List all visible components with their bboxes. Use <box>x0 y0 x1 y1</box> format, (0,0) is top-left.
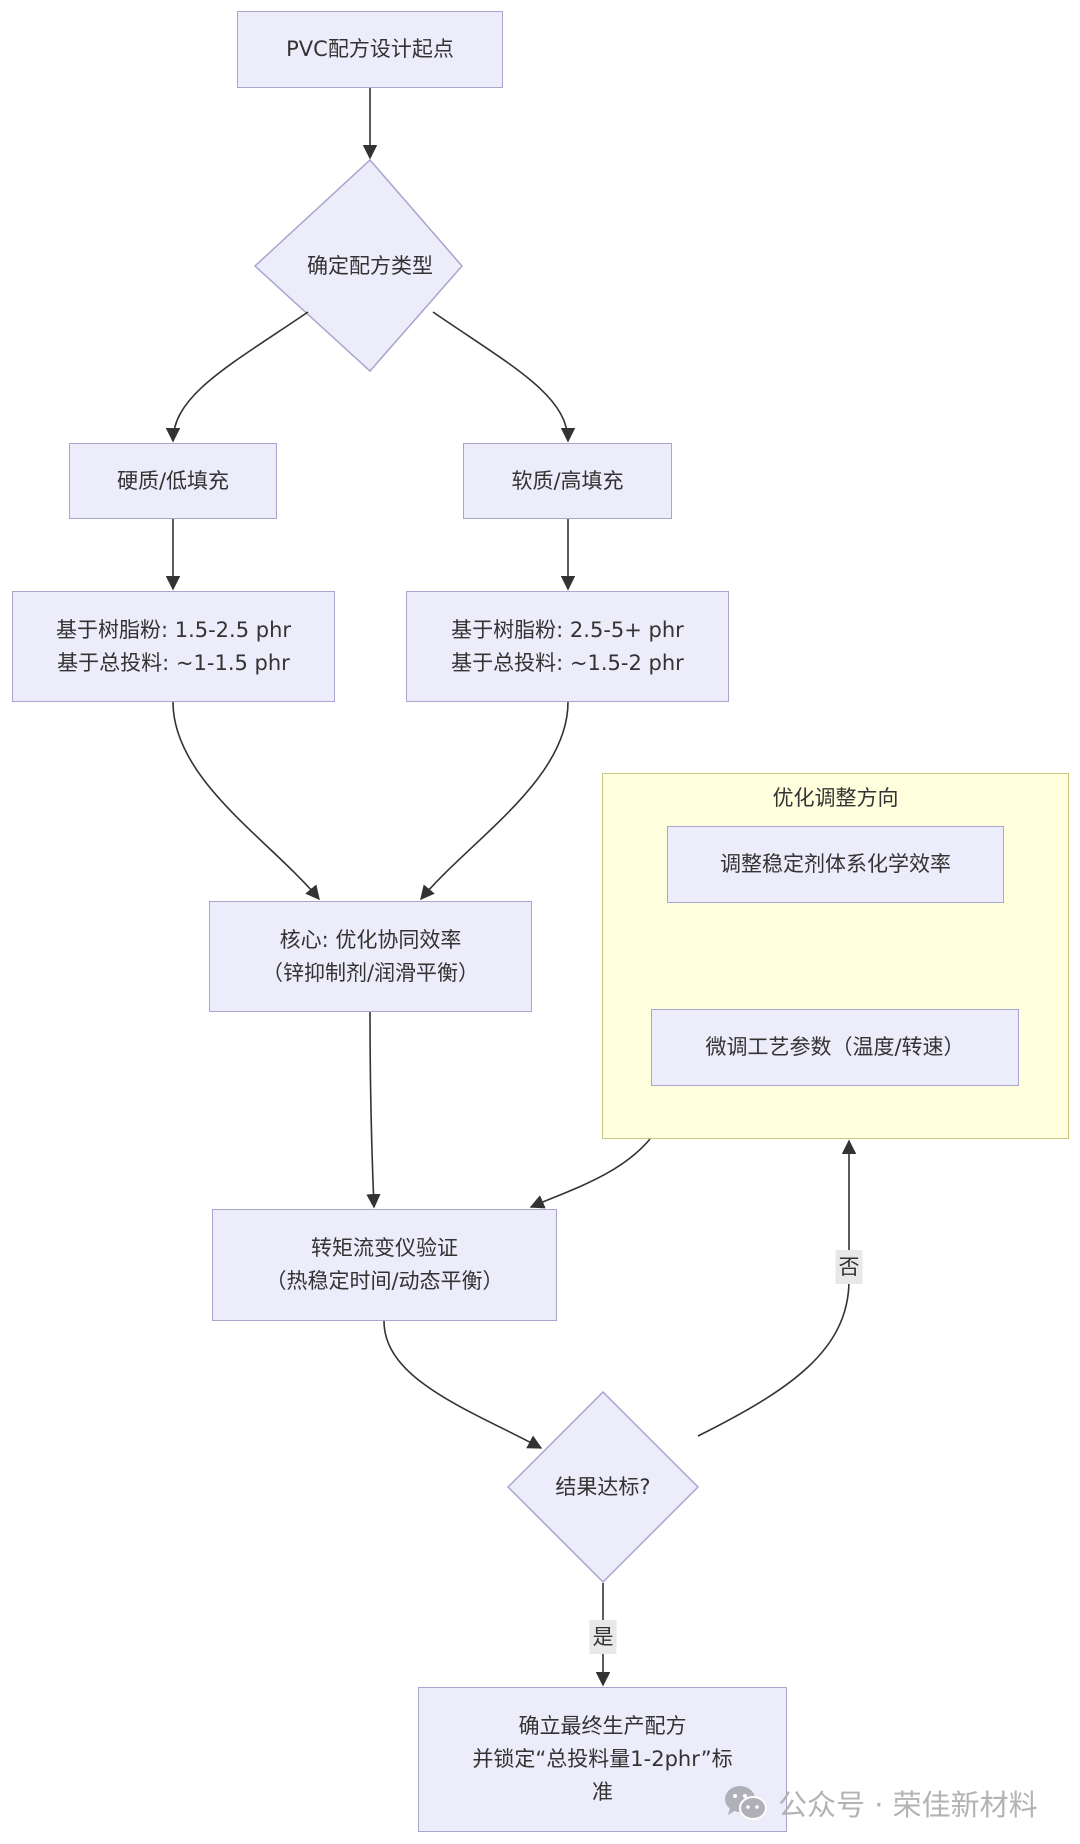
node-core-line-2: （锌抑制剂/润滑平衡） <box>261 960 480 985</box>
node-soft[interactable]: 软质/高填充 <box>463 443 672 519</box>
node-final[interactable]: 确立最终生产配方 并锁定“总投料量1-2phr”标 准 <box>418 1687 787 1832</box>
node-adjust-stabilizer-line-1: 调整稳定剂体系化学效率 <box>720 852 951 876</box>
node-soft-dose[interactable]: 基于树脂粉: 2.5-5+ phr 基于总投料: ~1.5-2 phr <box>406 591 729 702</box>
node-adjust-stabilizer[interactable]: 调整稳定剂体系化学效率 <box>667 826 1004 903</box>
edge-type-to-rigid <box>165 311 309 443</box>
edge-label-no: 否 <box>835 1250 863 1284</box>
watermark: 公众号 · 荣佳新材料 <box>724 1782 1038 1824</box>
edge-label-yes: 是 <box>589 1620 617 1654</box>
watermark-text: 公众号 · 荣佳新材料 <box>778 1788 1038 1822</box>
node-rigid-line-1: 硬质/低填充 <box>116 468 230 493</box>
wechat-icon <box>724 1784 768 1822</box>
node-rigid[interactable]: 硬质/低填充 <box>69 443 277 519</box>
node-final-line-1: 确立最终生产配方 <box>518 1714 687 1738</box>
cluster-title: 优化调整方向 <box>772 786 899 810</box>
node-final-line-3: 准 <box>592 1780 613 1804</box>
decision-shape-check <box>506 1390 700 1584</box>
edge-core-to-torque <box>366 1011 381 1209</box>
node-start-line-1: PVC配方设计起点 <box>286 37 454 61</box>
edge-type-to-soft <box>432 311 576 443</box>
node-torque-line-2: （热稳定时间/动态平衡） <box>265 1269 504 1293</box>
node-check[interactable]: 结果达标? <box>528 1452 678 1522</box>
node-decide-type-line-1: 确定配方类型 <box>307 253 433 278</box>
node-final-line-2: 并锁定“总投料量1-2phr”标 <box>472 1747 733 1771</box>
decision-shape-type <box>253 158 463 373</box>
node-rigid-dose-line-2: 基于总投料: ~1-1.5 phr <box>57 650 290 675</box>
node-check-line-1: 结果达标? <box>555 1474 651 1499</box>
node-soft-dose-line-1: 基于树脂粉: 2.5-5+ phr <box>451 617 684 642</box>
node-torque[interactable]: 转矩流变仪验证 （热稳定时间/动态平衡） <box>212 1209 557 1321</box>
edge-cluster-to-torque <box>529 1138 651 1209</box>
node-core[interactable]: 核心: 优化协同效率 （锌抑制剂/润滑平衡） <box>209 901 532 1012</box>
edge-check-to-cluster <box>697 1139 857 1437</box>
node-tune-process[interactable]: 微调工艺参数（温度/转速） <box>651 1009 1019 1086</box>
node-core-line-1: 核心: 优化协同效率 <box>279 927 462 952</box>
edge-rigid-dose-to-core <box>172 701 320 901</box>
node-tune-process-line-1: 微调工艺参数（温度/转速） <box>705 1035 965 1059</box>
node-torque-line-1: 转矩流变仪验证 <box>311 1236 458 1260</box>
node-soft-dose-line-2: 基于总投料: ~1.5-2 phr <box>451 650 684 675</box>
node-soft-line-1: 软质/高填充 <box>511 468 624 493</box>
node-rigid-dose[interactable]: 基于树脂粉: 1.5-2.5 phr 基于总投料: ~1-1.5 phr <box>12 591 335 702</box>
edge-soft-dose-to-core <box>420 701 569 901</box>
node-decide-type[interactable]: 确定配方类型 <box>275 230 465 302</box>
node-rigid-dose-line-1: 基于树脂粉: 1.5-2.5 phr <box>55 617 292 642</box>
edge-torque-to-check <box>383 1320 543 1449</box>
node-start[interactable]: PVC配方设计起点 <box>237 11 503 88</box>
